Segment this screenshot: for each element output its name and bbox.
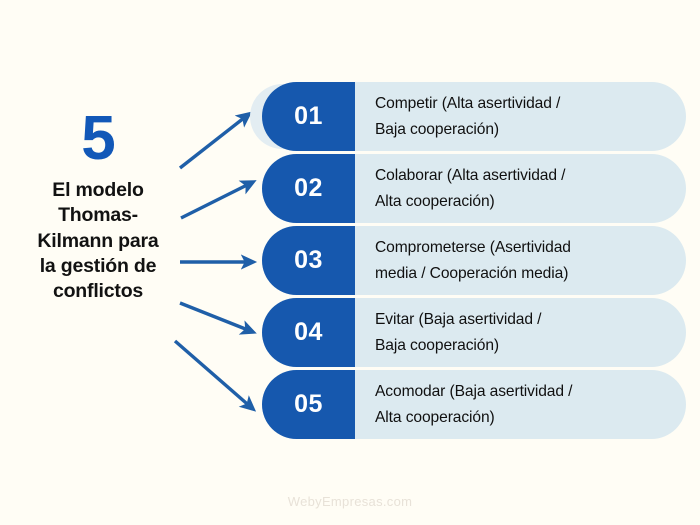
list-item[interactable]: 01 Competir (Alta asertividad / Baja coo… xyxy=(262,82,686,151)
item-label-line: Colaborar (Alta asertividad / xyxy=(375,167,566,185)
arrow-to-item-1 xyxy=(178,111,253,170)
arrow-to-item-5 xyxy=(173,339,257,412)
headline-line: Thomas- xyxy=(58,204,138,227)
item-number-badge: 03 xyxy=(262,226,355,295)
item-label-line: Baja cooperación) xyxy=(375,120,499,138)
arrow-to-item-4 xyxy=(179,301,257,335)
item-label-line: Baja cooperación) xyxy=(375,336,499,354)
headline-line: Kilmann para xyxy=(37,229,159,252)
item-label-line: Comprometerse (Asertividad xyxy=(375,239,571,257)
title-block: 5 El modelo Thomas- Kilmann para la gest… xyxy=(8,108,188,305)
item-label: Competir (Alta asertividad / Baja cooper… xyxy=(355,82,686,151)
item-label-line: Competir (Alta asertividad / xyxy=(375,95,561,113)
item-label-line: Evitar (Baja asertividad / xyxy=(375,311,542,329)
item-label: Acomodar (Baja asertividad / Alta cooper… xyxy=(355,370,686,439)
item-label-line: media / Cooperación media) xyxy=(375,264,569,282)
headline-line: la gestión de xyxy=(39,255,157,278)
item-label: Evitar (Baja asertividad / Baja cooperac… xyxy=(355,298,686,367)
list-item[interactable]: 02 Colaborar (Alta asertividad / Alta co… xyxy=(262,154,686,223)
item-number-badge: 01 xyxy=(262,82,355,151)
arrow-to-item-2 xyxy=(180,180,257,220)
page-title: El modelo Thomas- Kilmann para la gestió… xyxy=(8,178,188,305)
item-label-line: Alta cooperación) xyxy=(375,192,495,210)
item-number-badge: 02 xyxy=(262,154,355,223)
item-label-line: Acomodar (Baja asertividad / xyxy=(375,383,573,401)
item-number-badge: 04 xyxy=(262,298,355,367)
item-number-badge: 05 xyxy=(262,370,355,439)
item-label: Colaborar (Alta asertividad / Alta coope… xyxy=(355,154,686,223)
item-label: Comprometerse (Asertividad media / Coope… xyxy=(355,226,686,295)
headline-line: El modelo xyxy=(52,179,144,201)
item-label-line: Alta cooperación) xyxy=(375,408,495,426)
list-item[interactable]: 03 Comprometerse (Asertividad media / Co… xyxy=(262,226,686,295)
steps-list: 01 Competir (Alta asertividad / Baja coo… xyxy=(262,82,686,442)
headline-line: conflictos xyxy=(52,280,144,303)
watermark-text: WebyEmpresas.com xyxy=(287,494,413,509)
list-item[interactable]: 05 Acomodar (Baja asertividad / Alta coo… xyxy=(262,370,686,439)
list-item[interactable]: 04 Evitar (Baja asertividad / Baja coope… xyxy=(262,298,686,367)
count-number: 5 xyxy=(81,104,115,173)
